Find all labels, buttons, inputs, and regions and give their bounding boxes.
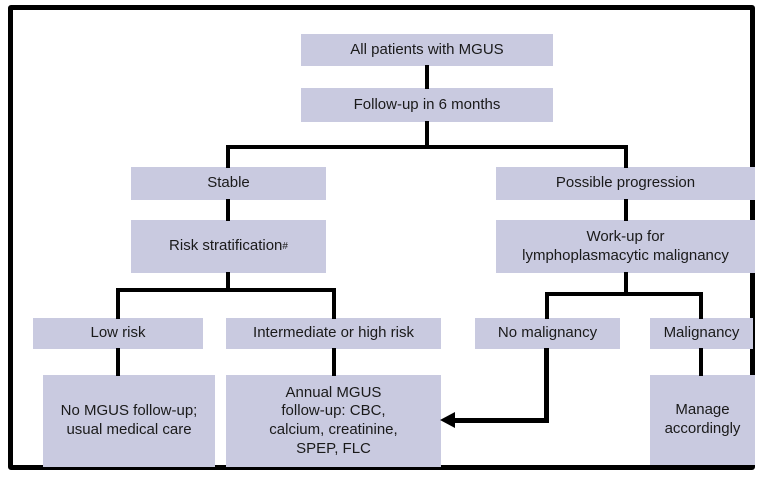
node-stable: Stable <box>131 167 326 200</box>
connector-malignancy-to-manage <box>699 348 703 376</box>
connector-branch-to-malignancy <box>699 292 703 319</box>
connector-followup-to-branch <box>425 121 429 149</box>
connector-workup-to-branch <box>624 272 628 294</box>
node-malignancy: Malignancy <box>650 318 753 349</box>
connector-all-to-followup <box>425 65 429 89</box>
branch-bar-top <box>226 145 628 149</box>
node-low-risk: Low risk <box>33 318 203 349</box>
connector-branch-to-lowrisk <box>116 288 120 319</box>
figure-frame: All patients with MGUS Follow-up in 6 mo… <box>8 5 755 470</box>
connector-stable-to-risk <box>226 199 230 221</box>
connector-branch-to-nomalignancy <box>545 292 549 319</box>
node-intermediate-or-high-risk: Intermediate or high risk <box>226 318 441 349</box>
connector-lowrisk-to-nofollowup <box>116 348 120 376</box>
arrowhead-left-icon <box>440 412 455 428</box>
node-annual-mgus-follow-up: Annual MGUS follow-up: CBC, calcium, cre… <box>226 375 441 467</box>
connector-possible-to-workup <box>624 199 628 221</box>
node-follow-up-6-months: Follow-up in 6 months <box>301 88 553 122</box>
node-workup-lymphoplasmacytic: Work-up for lymphoplasmacytic malignancy <box>496 220 755 273</box>
connector-branch-to-intermediate <box>332 288 336 319</box>
node-all-patients-with-mgus: All patients with MGUS <box>301 34 553 66</box>
node-risk-stratification: Risk stratification# <box>131 220 326 273</box>
connector-risk-to-branch <box>226 272 230 292</box>
connector-branch-to-stable <box>226 145 230 168</box>
branch-bar-right <box>545 292 703 296</box>
node-manage-accordingly: Manage accordingly <box>650 375 755 465</box>
risk-stratification-label: Risk stratification <box>169 237 283 255</box>
arrow-shaft-vertical <box>544 348 549 423</box>
connector-branch-to-possible <box>624 145 628 168</box>
node-possible-progression: Possible progression <box>496 167 755 200</box>
connector-intermediate-to-annual <box>332 348 336 376</box>
arrow-shaft-horizontal <box>452 418 549 423</box>
node-no-mgus-follow-up: No MGUS follow-up; usual medical care <box>43 375 215 467</box>
node-no-malignancy: No malignancy <box>475 318 620 349</box>
branch-bar-left <box>116 288 336 292</box>
